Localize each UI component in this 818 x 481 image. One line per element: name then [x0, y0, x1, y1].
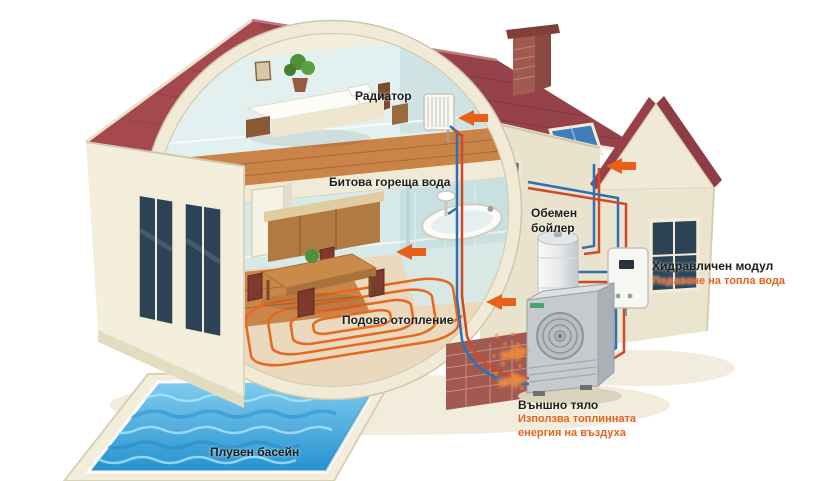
label-domestic-hot-water: Битова гореща вода [329, 175, 451, 189]
flow-arrow-collector [606, 158, 636, 174]
table-plant [305, 249, 319, 263]
wall-pipes [527, 164, 628, 364]
washbasin [436, 190, 456, 216]
flow-arrow-radiator [458, 110, 488, 126]
brand-mark [530, 303, 544, 308]
foundation [98, 330, 244, 408]
facade-window-2 [182, 199, 224, 341]
label-hydraulic-module-note: Подаване на топла вода [652, 275, 786, 287]
annex-window [649, 217, 700, 294]
flow-arrow-kitchen [396, 244, 426, 260]
outdoor-unit-box [518, 282, 622, 405]
radiator-unit [423, 93, 455, 142]
label-outdoor-unit-note: Използва топлинната енергия на въздуха [518, 413, 636, 439]
left-wall [85, 141, 245, 408]
label-hydraulic-module: Хидравличен модул [652, 259, 774, 273]
label-radiator: Радиатор [355, 89, 412, 103]
riser-pipes [447, 125, 464, 324]
flow-arrow-floor [486, 294, 516, 310]
floor-heating-coil [243, 274, 460, 369]
label-outdoor-unit: Външно тяло [518, 398, 599, 412]
label-buffer-tank: Обемен бойлер [531, 206, 578, 235]
chimney [506, 24, 560, 96]
label-floor-heating: Подово отопление [342, 313, 454, 327]
bed [246, 82, 408, 147]
kitchen-counter [264, 191, 384, 262]
label-swimming-pool: Плувен басейн [210, 445, 300, 459]
fan-grille [536, 312, 584, 360]
air-intake-glow [492, 332, 530, 390]
facade-window-1 [136, 191, 176, 329]
nightstand [392, 103, 408, 125]
wall-picture [254, 60, 272, 82]
brick-base [445, 332, 529, 410]
bedroom-plant [284, 54, 315, 92]
flow-arrows [396, 110, 636, 310]
dining-table [247, 246, 385, 318]
